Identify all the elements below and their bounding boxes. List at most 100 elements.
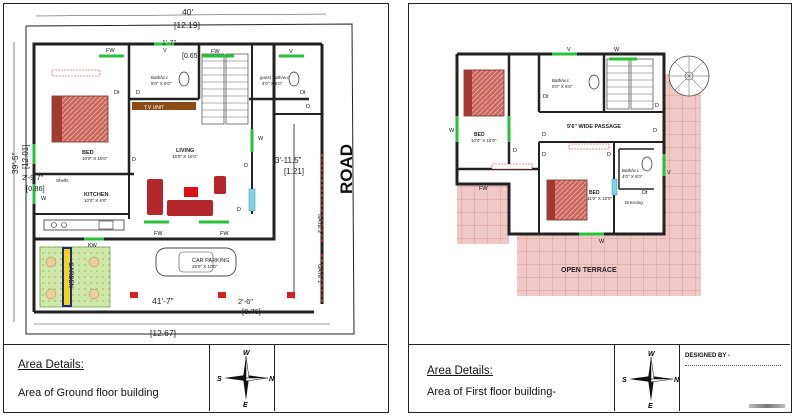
ground-floor-plan: 40' [12.19] 41'-7" [12.67] 3'-11.5" [1.2… — [10, 7, 356, 338]
tag-w-2: W — [41, 196, 47, 202]
car — [155, 247, 237, 277]
ground-toilets — [178, 71, 300, 87]
plot-boundary — [25, 23, 355, 335]
right-offset-m: [1.21] — [284, 167, 304, 176]
tag-d-4: D — [306, 104, 310, 110]
tag-kw: KW — [88, 243, 98, 249]
tag-dt-1: Dt — [114, 90, 120, 96]
compass-n: N — [269, 376, 275, 383]
sofa-set — [147, 176, 226, 216]
gates — [130, 154, 323, 304]
first-tag-fw: FW — [479, 186, 488, 192]
compass-w-top: W — [243, 350, 251, 357]
tv-unit — [132, 102, 196, 110]
ground-bed-name: BED — [82, 150, 94, 156]
first-bath2-size: 4'0" X 6'0" — [622, 174, 643, 179]
first-tag-v-2: V — [667, 170, 671, 176]
first-compass-w: W — [648, 351, 656, 358]
first-tag-dt-2: Dt — [642, 190, 648, 196]
first-footer: Area Details: Area of First floor buildi… — [409, 344, 790, 411]
top-dim-ft: 40' — [182, 7, 193, 17]
first-floor-sheet: BED 10'0" X 16'0" BED 11'0" X 10'0" Bath… — [408, 3, 792, 413]
car-parking-name: CAR PARKING — [192, 258, 230, 264]
tag-d-1: D — [132, 157, 136, 163]
first-compass-n: N — [674, 377, 680, 384]
gate-offset-m: [0.76] — [242, 307, 261, 316]
terrace-label: OPEN TERRACE — [561, 267, 617, 274]
tag-fw-2: FW — [211, 49, 220, 55]
kitchen-size: 10'0" X 6'0" — [84, 198, 107, 203]
tv-unit-label: T.V UNIT — [144, 105, 164, 111]
living-size: 16'0" X 16'0" — [172, 154, 198, 159]
designer-line — [685, 365, 781, 366]
first-tag-d-1: D — [513, 148, 517, 154]
car-parking-size: 26'0" X 10'0" — [192, 264, 218, 269]
first-compass-icon: W S N E — [622, 351, 680, 409]
bottom-dim-m: [12.67] — [150, 328, 176, 338]
designed-by-label: DESIGNED BY - — [685, 353, 730, 359]
living-name: LIVING — [176, 148, 194, 154]
kitchen-counter — [43, 219, 125, 231]
compass-s: S — [217, 376, 222, 383]
first-tag-dt-1: Dt — [543, 94, 549, 100]
first-floor-plan: BED 10'0" X 16'0" BED 11'0" X 10'0" Bath… — [449, 47, 710, 296]
tag-d-2: D — [244, 163, 248, 169]
gate1-label: GATE 1 — [316, 264, 322, 283]
ground-bed-size: 10'0" X 16'0" — [82, 156, 108, 161]
passage-label: 5'6" WIDE PASSAGE — [567, 124, 621, 130]
first-tag-d-3: D — [542, 152, 546, 158]
top-dimension-line — [35, 13, 327, 17]
first-bath1-name: Bath/w.c — [552, 78, 570, 83]
top-offset-ft: 1'-7" — [162, 40, 176, 47]
first-tag-w-2: W — [449, 128, 455, 134]
first-bed-furniture — [463, 69, 610, 221]
ground-bath-size: 5'0" X 6'0" — [151, 81, 172, 86]
first-area-title: Area Details: — [427, 365, 493, 377]
first-tag-v-1: V — [567, 47, 571, 53]
ground-bed-furniture — [51, 69, 109, 143]
guest-bath-name: guest Bath/w.c — [260, 75, 290, 80]
tag-d-5: D — [136, 90, 140, 96]
first-tag-d-2: D — [542, 132, 546, 138]
ground-bath-name: Bath/w.c — [151, 75, 169, 80]
ground-footer: Area Details: Area of Ground floor build… — [4, 344, 387, 411]
first-bed1-size: 10'0" X 16'0" — [471, 138, 497, 143]
first-compass-s: S — [622, 377, 627, 384]
first-toilets — [588, 74, 653, 172]
first-area-text: Area of First floor building- — [427, 386, 556, 398]
compass-icon: W S N E — [217, 350, 275, 408]
tag-fw-4: FW — [220, 231, 229, 237]
compass-e: E — [243, 402, 248, 408]
staircase — [201, 53, 249, 125]
tag-w-1: W — [258, 136, 264, 142]
first-tag-d-5: D — [653, 128, 657, 134]
gate-offset-ft: 2'-6" — [238, 297, 253, 306]
left-dim-ft: 39'-5" — [10, 152, 20, 174]
guest-bath-size: 4'0" X 6'0" — [262, 81, 283, 86]
ground-windows — [32, 42, 304, 241]
side-offset-m: [0.86] — [26, 184, 45, 193]
road-label: ROAD — [337, 144, 356, 194]
ground-area-title: Area Details: — [18, 359, 84, 371]
first-bath2-name: Bath/w.c — [622, 168, 640, 173]
ground-area-text: Area of Ground floor building — [18, 387, 159, 399]
first-bath1-size: 5'0" X 6'0" — [552, 84, 573, 89]
right-offset-ft: 3'-11.5" — [275, 156, 302, 165]
side-offset-ft: 2'-9.7" — [22, 173, 44, 182]
garden-label: GARDEN — [67, 262, 73, 288]
tag-v-2: V — [289, 49, 293, 55]
first-staircase — [606, 58, 654, 110]
tag-v-1: V — [163, 48, 167, 54]
first-outer-wall — [455, 52, 666, 236]
first-tag-w-1: W — [614, 47, 620, 53]
first-bed2-name: BED — [589, 190, 600, 196]
first-bed2-size: 11'0" X 10'0" — [587, 196, 612, 201]
first-windows — [455, 52, 666, 236]
tag-fw-1: FW — [106, 48, 115, 54]
first-tag-d-6: D — [655, 103, 659, 109]
tag-dt-2: Dt — [300, 90, 306, 96]
dressing-label: Dressing — [625, 200, 643, 205]
first-compass-e: E — [648, 403, 653, 409]
ground-floor-sheet: 40' [12.19] 41'-7" [12.67] 3'-11.5" [1.2… — [3, 3, 389, 413]
bottom-dim-ft: 41'-7" — [152, 296, 174, 306]
